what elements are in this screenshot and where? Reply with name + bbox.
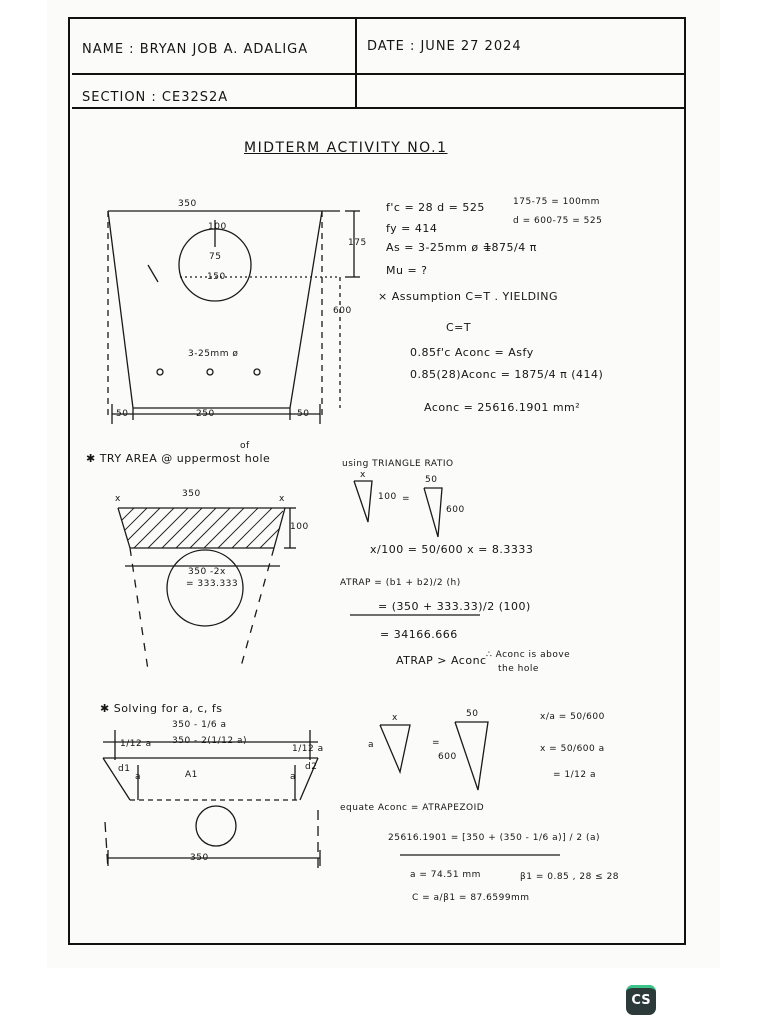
solving-mid-expr: 350 - 2(1/12 a) <box>172 736 247 746</box>
header-vertical-divider <box>355 19 357 107</box>
given-as-frac: 1875/4 π <box>484 241 537 254</box>
solving-a1: A1 <box>185 770 198 780</box>
try-area-x-left: x <box>115 494 121 504</box>
solving-a-left: a <box>135 772 142 782</box>
try-area-of: of <box>240 441 250 451</box>
fig1-d100: 100 <box>208 222 227 232</box>
assumption-ct: C=T <box>446 321 472 334</box>
fig1-bot-left: 50 <box>116 409 129 419</box>
page-title: MIDTERM ACTIVITY NO.1 <box>244 140 448 156</box>
atrap-sub: = (350 + 333.33)/2 (100) <box>378 600 531 613</box>
solving-top-expr: 350 - 1/6 a <box>172 720 227 730</box>
given-d-calc1: 175-75 = 100mm <box>513 197 600 207</box>
ratio-h1: 100 <box>378 492 397 502</box>
camscanner-logo: CS <box>626 985 656 1015</box>
name-field: NAME : BRYAN JOB A. ADALIGA <box>82 42 309 57</box>
atrap-note1: ∴ Aconc is above <box>486 650 571 660</box>
sketch-eq: = <box>432 738 441 748</box>
try-area-top-width: 350 <box>182 489 201 499</box>
assumption-label: × Assumption C=T . YIELDING <box>378 290 559 303</box>
header-divider-2 <box>72 107 684 109</box>
fig1-d175: 175 <box>348 238 367 248</box>
given-d-calc2: d = 600-75 = 525 <box>513 216 603 226</box>
ratio-eq: = <box>402 494 411 504</box>
solving-a-right: a <box>290 772 297 782</box>
fig1-bars: 3-25mm ø <box>188 349 239 359</box>
solving-d2: d2 <box>305 762 318 772</box>
ratio-result: x/100 = 50/600 x = 8.3333 <box>370 543 534 556</box>
paper-sheet <box>47 0 720 968</box>
ratio-h2: 600 <box>446 505 465 515</box>
fig1-bot-mid: 250 <box>196 409 215 419</box>
beam-section-figure <box>107 210 360 424</box>
date-field: DATE : JUNE 27 2024 <box>367 39 522 54</box>
fig1-d75: 75 <box>209 252 222 262</box>
given-as: As = 3-25mm ø = <box>386 241 493 254</box>
solving-r1: x/a = 50/600 <box>540 712 605 722</box>
sketch-50: 50 <box>466 709 479 719</box>
solving-a-val: a = 74.51 mm <box>410 870 481 880</box>
solving-eq: 25616.1901 = [350 + (350 - 1/6 a)] / 2 (… <box>388 833 601 843</box>
try-area-label: ✱ TRY AREA @ uppermost hole <box>86 452 271 465</box>
fig1-bot-right: 50 <box>297 409 310 419</box>
ratio-top2: 50 <box>425 475 438 485</box>
solving-r3: = 1/12 a <box>553 770 596 780</box>
assumption-eq2: 0.85(28)Aconc = 1875/4 π (414) <box>410 368 604 381</box>
try-area-x-right: x <box>279 494 285 504</box>
atrap-compare: ATRAP > Aconc <box>396 654 487 667</box>
try-area-depth: 100 <box>290 522 309 532</box>
triangle-ratio-sketch <box>353 480 489 791</box>
solving-bottom: 350 <box>190 853 209 863</box>
try-area-width-expr: 350 -2x <box>188 567 226 577</box>
atrap-formula: ATRAP = (b1 + b2)/2 (h) <box>340 578 461 588</box>
page-border <box>68 17 686 945</box>
fig1-d600: 600 <box>333 306 352 316</box>
ratio-x-top: x <box>360 470 366 480</box>
given-fc-d: f'c = 28 d = 525 <box>386 201 485 214</box>
given-mu: Mu = ? <box>386 264 428 277</box>
given-fy: fy = 414 <box>386 222 438 235</box>
atrap-note2: the hole <box>498 664 539 674</box>
sketch-600: 600 <box>438 752 457 762</box>
solving-beta: β1 = 0.85 , 28 ≤ 28 <box>520 872 620 882</box>
ratio-label: using TRIANGLE RATIO <box>342 459 454 469</box>
header-divider-1 <box>72 73 684 75</box>
solving-figure <box>102 730 321 871</box>
solving-d1: d1 <box>118 764 131 774</box>
section-field: SECTION : CE32S2A <box>82 90 229 105</box>
solving-right-a: 1/12 a <box>292 744 324 754</box>
solving-r2: x = 50/600 a <box>540 744 605 754</box>
fig1-d150: 150 <box>207 272 226 282</box>
atrap-val: = 34166.666 <box>380 628 458 641</box>
solving-left-a: 1/12 a <box>120 739 152 749</box>
try-area-width-val: = 333.333 <box>186 579 239 589</box>
sketch-x: x <box>392 713 398 723</box>
try-area-figure <box>117 507 296 671</box>
solving-c-val: C = a/β1 = 87.6599mm <box>412 893 530 903</box>
solving-label: ✱ Solving for a, c, fs <box>100 702 223 715</box>
sketch-a: a <box>368 740 375 750</box>
solving-equate: equate Aconc = ATRAPEZOID <box>340 803 485 813</box>
assumption-result: Aconc = 25616.1901 mm² <box>424 401 581 414</box>
assumption-eq1: 0.85f'c Aconc = Asfy <box>410 346 534 359</box>
fig1-top-width: 350 <box>178 199 197 209</box>
